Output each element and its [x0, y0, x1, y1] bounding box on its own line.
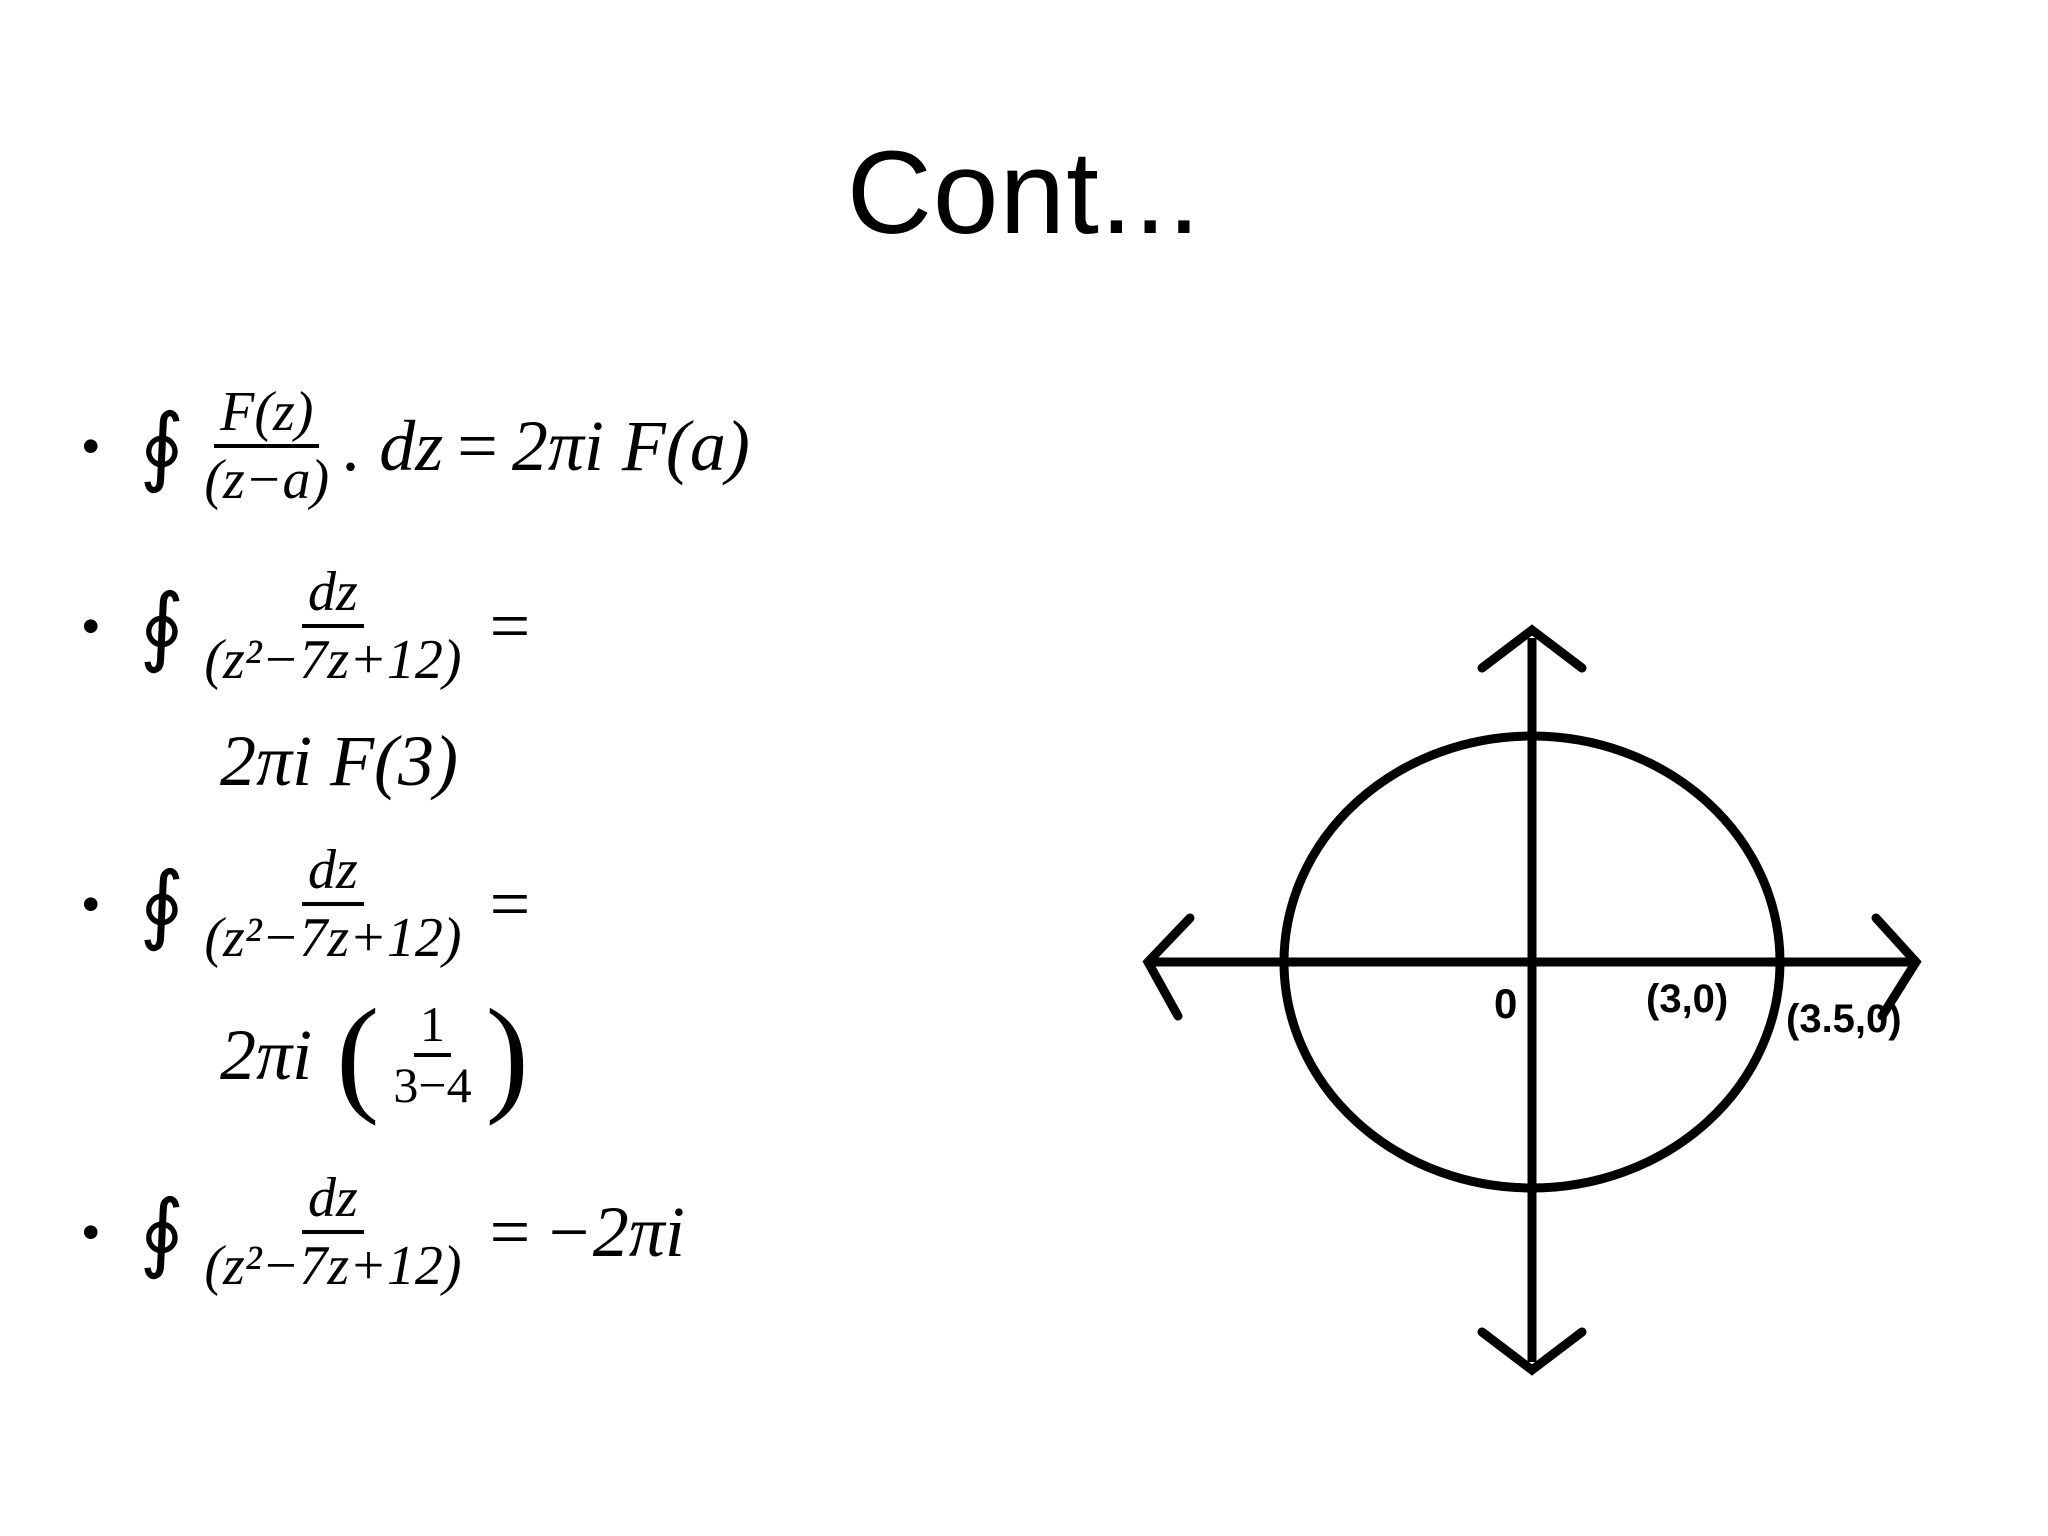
fraction-1-numerator: F(z): [214, 380, 320, 449]
equation-2: • ∮ dz (z²−7z+12) =: [82, 560, 544, 693]
equation-4: • ∮ dz (z²−7z+12) = −2πi: [82, 1166, 685, 1299]
contour-integral-symbol: ∮: [139, 1182, 185, 1283]
bullet-marker: •: [82, 418, 100, 475]
equation-3-rhs: 2πi ( 1 3−4 ): [220, 990, 529, 1120]
bullet-marker: •: [82, 598, 100, 655]
fraction-4-denominator: (z²−7z+12): [204, 1235, 462, 1298]
fraction-3-rhs: 1 3−4: [387, 996, 477, 1115]
equals-sign: =: [457, 405, 498, 486]
fraction-3-rhs-denominator: 3−4: [393, 1057, 472, 1113]
fraction-4-numerator: dz: [302, 1166, 364, 1235]
left-arrow-icon: [1142, 913, 1195, 1021]
fraction-1-denominator: (z−a): [204, 449, 330, 512]
equals-sign: =: [489, 1191, 531, 1272]
contour-diagram: 0 (3,0) (3.5,0): [1142, 624, 1922, 1376]
fraction-1: F(z) (z−a): [198, 380, 335, 513]
fraction-2: dz (z²−7z+12): [198, 560, 467, 693]
bullet-marker: •: [82, 876, 100, 933]
equation-3-rhs-prefix: 2πi: [220, 1014, 313, 1095]
left-paren: (: [336, 983, 380, 1127]
contour-integral-symbol: ∮: [139, 396, 185, 497]
fraction-3-numerator: dz: [302, 838, 364, 907]
equals-sign: =: [489, 585, 531, 666]
down-arrow-icon: [1477, 1327, 1587, 1376]
right-arrow-icon: [1871, 913, 1922, 1021]
equation-1-rhs: 2πi F(a): [511, 405, 750, 486]
fraction-2-denominator: (z²−7z+12): [204, 629, 462, 692]
fraction-2-numerator: dz: [302, 560, 364, 629]
point-a-label: (3,0): [1646, 977, 1728, 1021]
fraction-3: dz (z²−7z+12): [198, 838, 467, 971]
equation-2-rhs: 2πi F(3): [220, 721, 459, 801]
equation-1-tail: . dz: [343, 405, 444, 486]
up-arrow-icon: [1477, 624, 1587, 673]
point-b-label: (3.5,0): [1786, 997, 1902, 1041]
contour-integral-symbol: ∮: [139, 576, 185, 677]
fraction-4: dz (z²−7z+12): [198, 1166, 467, 1299]
contour-integral-symbol: ∮: [139, 854, 185, 955]
equation-4-rhs: −2πi: [544, 1191, 685, 1272]
bullet-marker: •: [82, 1204, 100, 1261]
fraction-3-denominator: (z²−7z+12): [204, 907, 462, 970]
slide-title: Cont...: [846, 127, 1202, 259]
origin-label: 0: [1494, 980, 1517, 1027]
right-paren: ): [485, 983, 529, 1127]
equation-3: • ∮ dz (z²−7z+12) =: [82, 838, 544, 971]
fraction-3-rhs-numerator: 1: [413, 996, 451, 1057]
equation-1: • ∮ F(z) (z−a) . dz = 2πi F(a): [82, 380, 750, 513]
equals-sign: =: [489, 863, 531, 944]
